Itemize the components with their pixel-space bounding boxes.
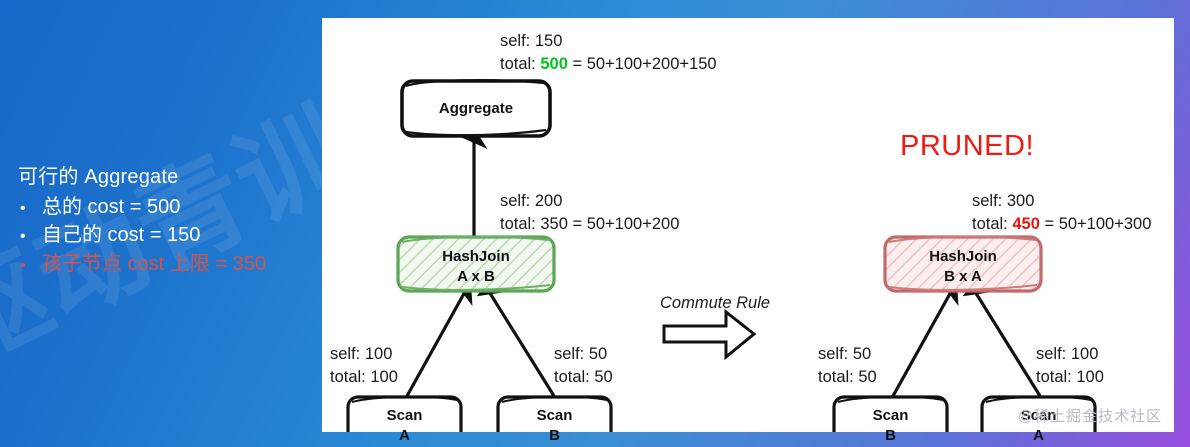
scan-a-total-cost: total: 100 (330, 368, 398, 386)
scan-b-node-box (496, 395, 613, 432)
hashjoin-bxa-total-suffix: = 50+100+300 (1039, 215, 1152, 233)
scan-b-right-sub: B (885, 426, 896, 444)
scan-b-right-node-box (832, 395, 949, 432)
scan-a-label: Scan A (348, 406, 461, 446)
aggregate-total-suffix: = 50+100+200+150 (567, 55, 717, 73)
hashjoin-bxa-self-cost: self: 300 (972, 192, 1035, 210)
diagram-panel: Aggregate HashJoin A x B Scan A Scan B H… (322, 18, 1174, 444)
bullet-dot-icon: • (20, 228, 26, 246)
caption-block: 可行的 Aggregate • 总的 cost = 500 • 自己的 cost… (14, 164, 314, 278)
scan-a-right-self-cost: self: 100 (1036, 345, 1099, 363)
commute-rule-arrow-icon (662, 308, 757, 361)
scan-b-right-total-cost: total: 50 (818, 368, 877, 386)
aggregate-node-label: Aggregate (438, 100, 514, 117)
caption-bullet-2-text: 自己的 cost = 150 (42, 224, 201, 247)
scan-a-node-box (346, 395, 463, 432)
caption-bullet-list: • 总的 cost = 500 • 自己的 cost = 150 • 孩子节点 … (14, 193, 314, 278)
hashjoin-axb-total-cost: total: 350 = 50+100+200 (500, 215, 680, 233)
hashjoin-axb-sub: A x B (457, 267, 495, 285)
caption-bullet-1-text: 总的 cost = 500 (42, 196, 181, 218)
hashjoin-bxa-total-cost: total: 450 = 50+100+300 (972, 213, 1151, 236)
hashjoin-axb-label: HashJoin A x B (398, 247, 554, 287)
aggregate-total-cost: total: 500 = 50+100+200+150 (500, 53, 717, 76)
scan-b-total-cost: total: 50 (554, 368, 613, 386)
scan-a-sub: A (399, 426, 410, 444)
caption-bullet-3-text: 孩子节点 cost 上限 = 350 (42, 252, 266, 275)
caption-bullet-1: • 总的 cost = 500 (14, 193, 314, 221)
edge-scan-b-to-hashjoin (476, 272, 556, 397)
scan-b-sub: B (549, 426, 560, 444)
scan-a-title: Scan (386, 407, 423, 424)
scan-a-right-title: Scan (1020, 407, 1057, 424)
bullet-dot-icon: • (20, 256, 26, 274)
scan-b-right-title: Scan (872, 407, 909, 424)
hashjoin-bxa-title: HashJoin (929, 248, 997, 265)
bullet-dot-icon: • (20, 200, 26, 217)
site-credit-watermark: @稀土掘金技术社区 (1017, 408, 1162, 425)
hashjoin-bxa-total-prefix: total: (972, 215, 1013, 233)
caption-bullet-2: • 自己的 cost = 150 (14, 221, 314, 249)
diagram-svg (346, 79, 1097, 432)
hashjoin-axb-node-box (396, 235, 556, 293)
scan-a-right-label: Scan A (982, 406, 1095, 446)
scan-b-label: Scan B (498, 406, 611, 446)
edge-scan-a-to-hashjoin (405, 283, 484, 397)
edge-scan-a-to-hashjoin-right (962, 272, 1042, 397)
commute-rule-label: Commute Rule (660, 294, 771, 312)
aggregate-total-prefix: total: (500, 55, 541, 73)
scan-a-right-total-cost: total: 100 (1036, 368, 1104, 386)
caption-bullet-3: • 孩子节点 cost 上限 = 350 (14, 250, 314, 278)
aggregate-node-box (400, 79, 552, 138)
aggregate-total-value: 500 (540, 55, 568, 73)
hashjoin-bxa-sub: B x A (944, 267, 982, 285)
caption-title: 可行的 Aggregate (18, 166, 179, 188)
aggregate-self-cost: self: 150 (500, 32, 563, 50)
hashjoin-bxa-node-box (883, 235, 1043, 293)
hashjoin-bxa-label: HashJoin B x A (885, 247, 1041, 287)
scan-a-right-node-box (980, 395, 1097, 432)
edge-scan-b-to-hashjoin-right (891, 283, 970, 397)
scan-b-title: Scan (536, 407, 573, 424)
hashjoin-axb-title: HashJoin (442, 248, 510, 265)
hashjoin-bxa-total-value: 450 (1012, 215, 1040, 233)
scan-a-self-cost: self: 100 (330, 345, 393, 363)
scan-a-right-sub: A (1033, 426, 1044, 444)
pruned-label: PRUNED! (900, 130, 1035, 162)
scan-b-right-self-cost: self: 50 (818, 345, 872, 363)
scan-b-self-cost: self: 50 (554, 345, 608, 363)
scan-b-right-label: Scan B (834, 406, 947, 446)
hashjoin-axb-self-cost: self: 200 (500, 192, 563, 210)
